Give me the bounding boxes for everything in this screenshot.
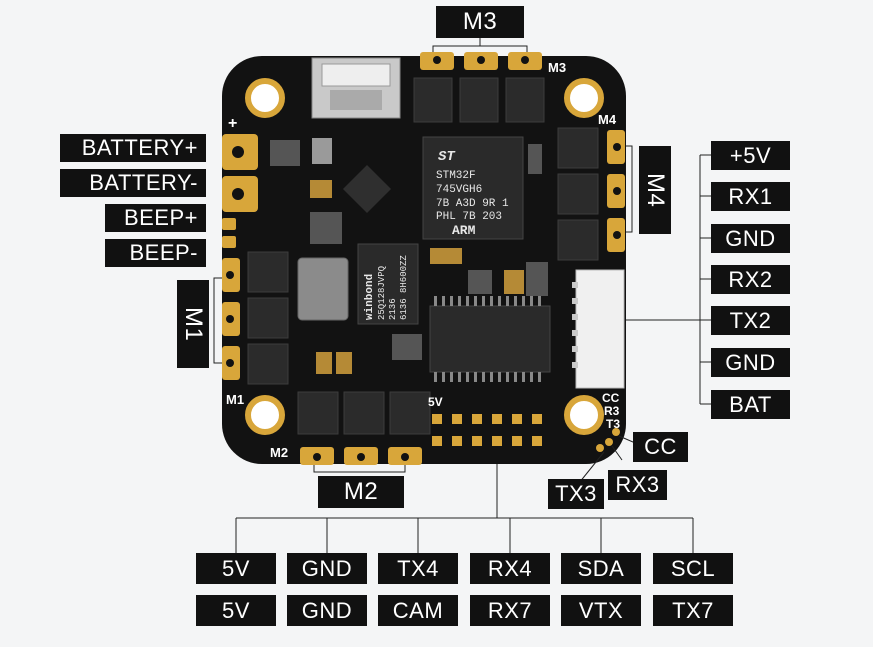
silk-plus: + <box>228 115 237 132</box>
label-battery-minus: BATTERY- <box>60 169 206 197</box>
label-m4-text: M4 <box>642 172 669 208</box>
label-right-rx2: RX2 <box>711 265 790 294</box>
silk-cc: CC <box>602 391 620 405</box>
mcu-logo: ST <box>438 149 456 165</box>
mcu-line3: 7B A3D 9R 1 <box>436 198 509 210</box>
mcu-line1: STM32F <box>436 170 476 182</box>
mcu-line2: 745VGH6 <box>436 184 482 196</box>
label-m3: M3 <box>436 6 524 38</box>
label-beep-minus: BEEP- <box>105 239 206 267</box>
label-bottom-tx7: TX7 <box>653 595 733 626</box>
label-right-bat: BAT <box>711 390 790 419</box>
label-right-rx1: RX1 <box>711 182 790 211</box>
flash-line3: 6136 8H600ZZ <box>399 255 409 320</box>
label-bottom-cam: CAM <box>378 595 458 626</box>
label-bottom-5v-b: 5V <box>196 595 276 626</box>
label-bottom-scl: SCL <box>653 553 733 584</box>
label-bottom-vtx: VTX <box>561 595 641 626</box>
leader-lines <box>213 38 711 553</box>
label-bottom-sda: SDA <box>561 553 641 584</box>
flash-brand: winbond <box>364 274 376 320</box>
flash-line1: 25Q128JVPQ <box>377 266 387 320</box>
silk-t3: T3 <box>606 417 620 431</box>
label-cc: CC <box>633 432 688 462</box>
label-bottom-rx4: RX4 <box>470 553 550 584</box>
label-beep-plus: BEEP+ <box>105 204 206 232</box>
silk-m1: M1 <box>226 392 244 407</box>
label-bottom-rx7: RX7 <box>470 595 550 626</box>
flash-line2: 2136 <box>388 298 398 320</box>
label-right-gnd-1: GND <box>711 224 790 253</box>
label-tx3: TX3 <box>548 479 604 509</box>
silk-r3: R3 <box>604 404 620 418</box>
label-right-gnd-2: GND <box>711 348 790 377</box>
label-bottom-tx4: TX4 <box>378 553 458 584</box>
label-m1: M1 <box>177 280 209 368</box>
mcu-chip <box>422 136 524 240</box>
flash-chip <box>357 243 419 325</box>
label-bottom-gnd-a: GND <box>287 553 367 584</box>
label-right-5v: +5V <box>711 141 790 170</box>
silk-m2: M2 <box>270 445 288 460</box>
label-bottom-5v-a: 5V <box>196 553 276 584</box>
label-right-tx2: TX2 <box>711 306 790 335</box>
label-m2: M2 <box>318 476 404 508</box>
silk-m3: M3 <box>548 60 566 75</box>
label-m4: M4 <box>639 146 671 234</box>
label-bottom-gnd-b: GND <box>287 595 367 626</box>
label-rx3: RX3 <box>608 470 667 500</box>
label-battery-plus: BATTERY+ <box>60 134 206 162</box>
mcu-brand: ARM <box>452 223 476 238</box>
mcu-line4: PHL 7B 203 <box>436 211 502 223</box>
silk-m4: M4 <box>598 112 617 127</box>
mount-holes <box>245 78 604 435</box>
label-m1-text: M1 <box>180 306 207 342</box>
silk-5v: 5V <box>428 395 443 409</box>
driver-chip <box>429 305 551 373</box>
